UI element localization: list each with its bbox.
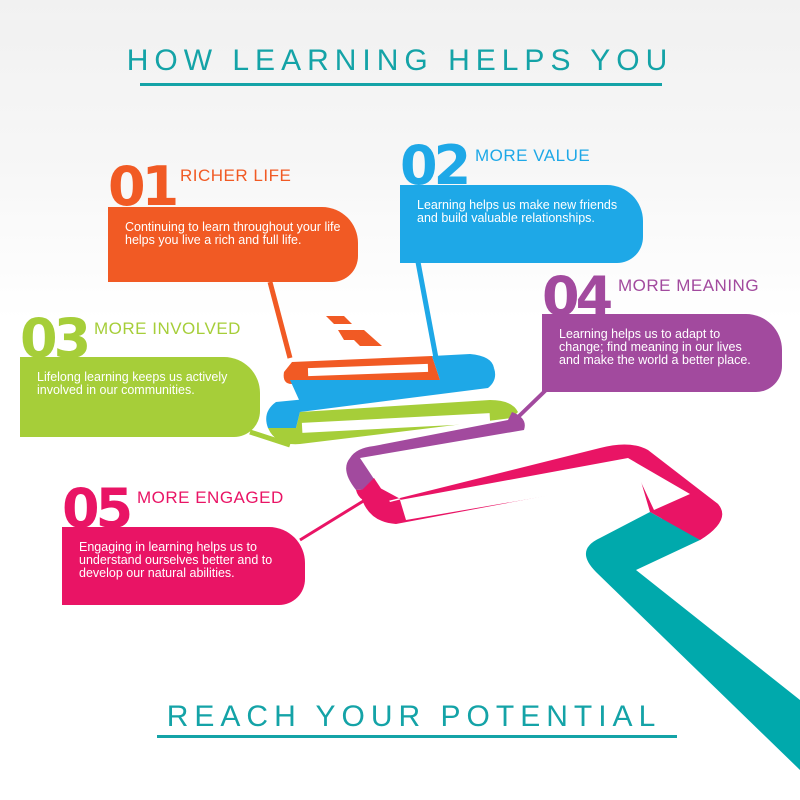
step-04-card: Learning helps us to adapt to change; fi…: [542, 314, 782, 392]
footer-title: REACH YOUR POTENTIAL: [166, 700, 662, 733]
step-02-card: Learning helps us make new friends and b…: [400, 185, 643, 263]
step-05-text: Engaging in learning helps us to underst…: [79, 540, 273, 580]
step-03-heading: MORE INVOLVED: [94, 319, 241, 338]
step-03-text: Lifelong learning keeps us actively invo…: [37, 370, 228, 397]
step-05-heading: MORE ENGAGED: [137, 488, 284, 507]
step-02-number: 02: [400, 134, 471, 197]
footer-underline: [157, 735, 677, 738]
page-title: HOW LEARNING HELPS YOU: [126, 44, 674, 77]
step-01-number: 01: [108, 155, 179, 218]
step-01-card: Continuing to learn throughout your life…: [108, 207, 358, 282]
step-02-text: Learning helps us make new friends and b…: [417, 198, 618, 225]
step-02-heading: MORE VALUE: [475, 146, 591, 165]
step-04-text: Learning helps us to adapt to change; fi…: [559, 327, 751, 367]
step-05-number: 05: [62, 477, 133, 540]
step-01-heading: RICHER LIFE: [180, 166, 292, 185]
title-underline: [140, 83, 662, 86]
step-03-number: 03: [20, 307, 91, 370]
step-03-card: Lifelong learning keeps us actively invo…: [20, 357, 260, 437]
step-05-card: Engaging in learning helps us to underst…: [62, 527, 305, 605]
step-04-heading: MORE MEANING: [618, 276, 760, 295]
step-01-text: Continuing to learn throughout your life…: [125, 220, 341, 247]
